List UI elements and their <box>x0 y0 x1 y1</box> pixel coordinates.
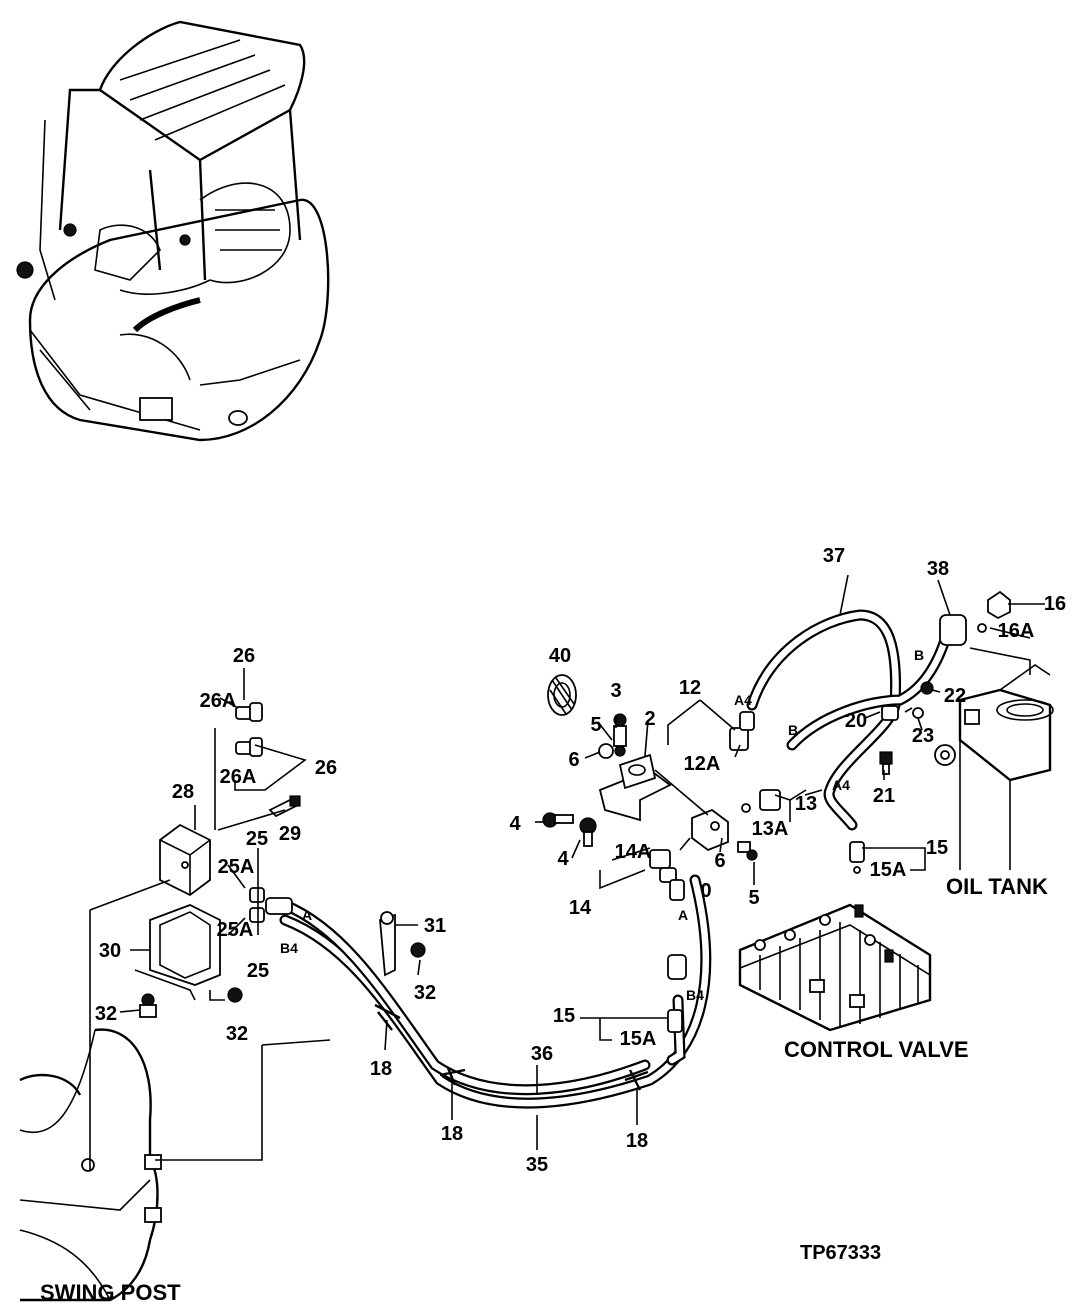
callout-25: 25 <box>247 960 269 982</box>
hoses <box>279 609 951 1109</box>
port-label-b: B <box>914 647 924 663</box>
port-label-a4: A4 <box>832 777 850 793</box>
callout-12a: 12A <box>684 753 721 775</box>
oil-tank-label: OIL TANK <box>946 874 1048 899</box>
callout-18: 18 <box>370 1058 392 1080</box>
callout-35: 35 <box>526 1154 548 1176</box>
callout-12: 12 <box>679 677 701 699</box>
swing-post-illustration <box>19 1028 162 1302</box>
callout-numbers: 26 26A 26 26A 28 29 25 25A 25A 25 30 32 … <box>95 545 1066 1176</box>
callout-15a: 15A <box>870 859 907 881</box>
callout-28: 28 <box>172 781 194 803</box>
callout-25a: 25A <box>217 919 254 941</box>
callout-37: 37 <box>823 545 845 567</box>
hose-clamps <box>374 1003 649 1091</box>
callout-6: 6 <box>568 749 579 771</box>
callout-29: 29 <box>279 823 301 845</box>
port-label-a: A <box>302 907 312 923</box>
callout-32: 32 <box>226 1023 248 1045</box>
callout-0: 0 <box>700 880 711 902</box>
callout-40: 40 <box>549 645 571 667</box>
callout-13: 13 <box>795 793 817 815</box>
oil-tank-illustration <box>934 664 1054 870</box>
callout-22: 22 <box>944 685 966 707</box>
hose-35 <box>279 874 712 1109</box>
swing-post-label: SWING POST <box>40 1280 181 1305</box>
fittings-and-parts <box>134 590 1011 1033</box>
callout-32: 32 <box>414 982 436 1004</box>
callout-4: 4 <box>509 813 521 835</box>
excavator-overview-illustration <box>16 20 330 442</box>
callout-25: 25 <box>246 828 268 850</box>
callout-4: 4 <box>557 848 569 870</box>
callout-25a: 25A <box>218 856 255 878</box>
callout-26: 26 <box>315 757 337 779</box>
figure-code: TP67333 <box>800 1242 881 1264</box>
callout-31: 31 <box>424 915 446 937</box>
callout-15a: 15A <box>620 1028 657 1050</box>
callout-14a: 14A <box>615 841 652 863</box>
callout-6: 6 <box>714 850 725 872</box>
callout-26: 26 <box>233 645 255 667</box>
callout-15: 15 <box>926 837 948 859</box>
callout-16: 16 <box>1044 593 1066 615</box>
callout-32: 32 <box>95 1003 117 1025</box>
callout-20: 20 <box>845 710 867 732</box>
callout-21: 21 <box>873 785 895 807</box>
hose-37 <box>746 609 902 831</box>
hose-36 <box>279 899 651 1096</box>
callout-3: 3 <box>610 680 621 702</box>
callout-38: 38 <box>927 558 949 580</box>
callout-16a: 16A <box>998 620 1035 642</box>
callout-36: 36 <box>531 1043 553 1065</box>
port-label-b: B <box>788 722 798 738</box>
callout-5: 5 <box>590 714 601 736</box>
control-valve-label: CONTROL VALVE <box>784 1037 969 1062</box>
leader-lines <box>89 574 1045 1170</box>
callout-26a: 26A <box>200 690 237 712</box>
callout-5: 5 <box>748 887 759 909</box>
port-label-b4: B4 <box>280 940 298 956</box>
callout-23: 23 <box>912 725 934 747</box>
callout-13a: 13A <box>752 818 789 840</box>
callout-2: 2 <box>644 708 655 730</box>
callout-18: 18 <box>441 1123 463 1145</box>
callout-14: 14 <box>569 897 592 919</box>
component-captions: CONTROL VALVE OIL TANK SWING POST TP6733… <box>40 874 1048 1305</box>
callout-26a: 26A <box>220 766 257 788</box>
hose-b-to-tank <box>786 634 951 751</box>
control-valve-illustration <box>738 903 932 1032</box>
callout-18: 18 <box>626 1130 648 1152</box>
port-label-a4: A4 <box>734 692 752 708</box>
port-label-b4: B4 <box>686 987 704 1003</box>
port-label-a: A <box>678 907 688 923</box>
callout-15: 15 <box>553 1005 575 1027</box>
port-labels: A B4 A B4 A4 B A4 B <box>280 647 924 1003</box>
callout-30: 30 <box>99 940 121 962</box>
